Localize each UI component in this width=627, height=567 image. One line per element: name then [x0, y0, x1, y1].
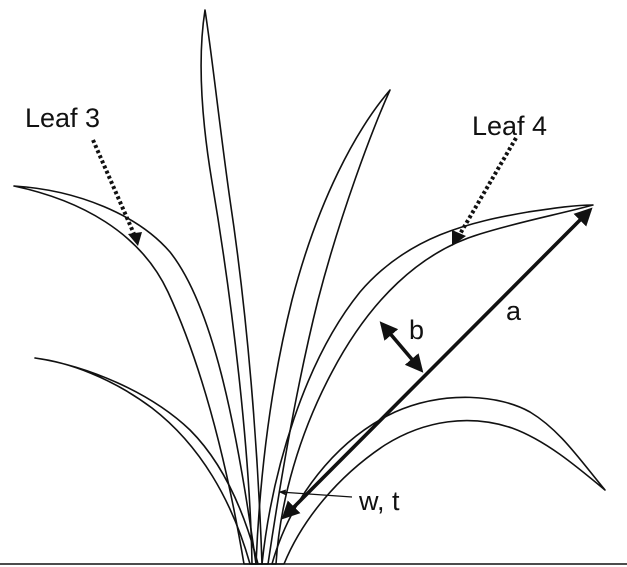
leaf-4-label: Leaf 4 — [472, 111, 547, 141]
length-label: a — [506, 296, 522, 326]
base-label: w, t — [358, 486, 400, 516]
leaf-3-pointer — [91, 139, 136, 235]
length-arrow — [281, 207, 593, 520]
leaf-3 — [13, 185, 257, 565]
base-pointer — [278, 489, 353, 498]
leaf-4-pointer — [458, 136, 518, 236]
leaf-3-pointer-head — [128, 232, 142, 246]
leaf-3-label: Leaf 3 — [25, 103, 100, 133]
leaf-far-left — [34, 357, 259, 565]
width-label: b — [409, 315, 424, 345]
width-arrow — [379, 321, 424, 373]
leaf-center-tall — [200, 9, 263, 565]
leaf-4-pointer-head — [452, 230, 466, 246]
